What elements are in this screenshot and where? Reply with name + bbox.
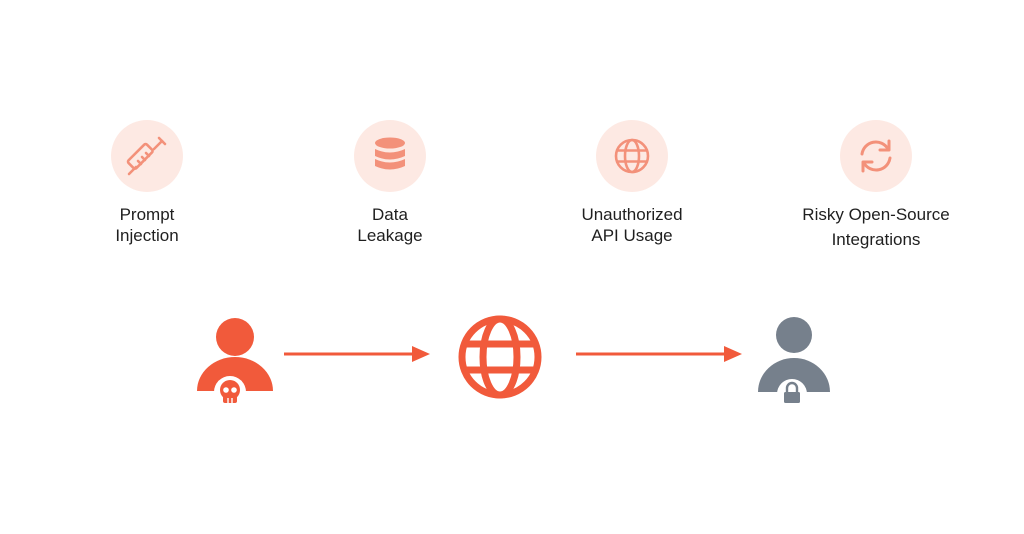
malicious-user-icon: [197, 318, 273, 408]
internet-globe-icon: [458, 315, 542, 399]
risk-open-source-integrations: Risky Open-Source Integrations: [776, 120, 976, 252]
risk-label-line: Data: [372, 205, 408, 224]
protected-user-icon: [758, 317, 830, 409]
database-icon: [375, 137, 405, 170]
risk-badge: [354, 120, 426, 192]
risk-label: Data Leakage: [290, 204, 490, 246]
risk-badge: [111, 120, 183, 192]
arrow-right-icon: [284, 346, 430, 362]
arrow-right-icon: [576, 346, 742, 362]
risk-unauthorized-api-usage: Unauthorized API Usage: [532, 120, 732, 246]
risk-label: Unauthorized API Usage: [532, 204, 732, 246]
risk-label: Risky Open-Source Integrations: [776, 202, 976, 252]
skull-icon: [214, 376, 246, 408]
globe-icon: [614, 138, 650, 174]
risk-label: Prompt Injection: [47, 204, 247, 246]
risk-label-line: API Usage: [591, 226, 673, 245]
risk-data-leakage: Data Leakage: [290, 120, 490, 246]
risk-badge: [596, 120, 668, 192]
risk-label-line: Leakage: [357, 226, 423, 245]
risk-label-line: Injection: [115, 226, 179, 245]
syringe-icon: [126, 136, 167, 176]
refresh-icon: [860, 139, 892, 173]
risk-label-line: Risky Open-Source: [802, 205, 950, 224]
lock-icon: [777, 379, 807, 409]
risk-label-line: Prompt: [119, 205, 175, 224]
risk-prompt-injection: Prompt Injection: [47, 120, 247, 246]
risk-label-line: Integrations: [831, 230, 921, 249]
risk-label-line: Unauthorized: [581, 205, 683, 224]
risk-badge: [840, 120, 912, 192]
